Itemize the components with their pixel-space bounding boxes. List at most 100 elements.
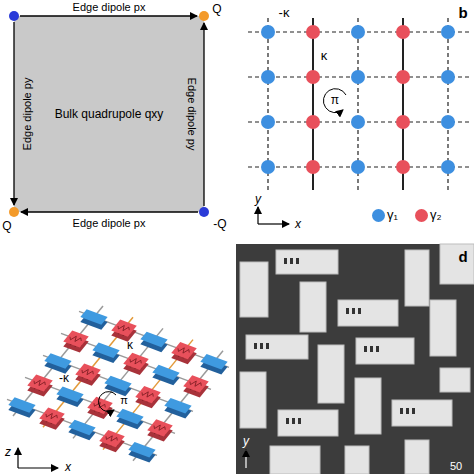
lattice-sites-part: [261, 70, 275, 84]
resonator-tiles-part: [8, 309, 227, 457]
flux-arrow-part: [323, 89, 346, 113]
photo-holes-part: [296, 258, 299, 264]
lattice-sites-part: [306, 115, 320, 129]
photo-holes: [254, 258, 415, 424]
resonator-tiles-part: [9, 308, 227, 458]
lattice-sites-part: [351, 115, 365, 129]
lattice-sites-part: [261, 115, 275, 129]
photo-blocks-part: [240, 262, 268, 317]
scale-number: 50: [450, 461, 462, 472]
axis-label: y: [243, 435, 249, 447]
node-text: Bulk quadrupole qxy: [55, 107, 164, 121]
flux-arrow: [323, 89, 346, 113]
lattice-sites-part: [261, 160, 275, 174]
photo-blocks-part: [405, 440, 429, 474]
photo-blocks-part: [300, 282, 326, 332]
lattice-sites-part: [351, 160, 365, 174]
photo-holes-part: [400, 408, 403, 414]
legend-swatch: [415, 209, 428, 222]
axes-c-part: [17, 448, 18, 468]
axis-label: x: [295, 218, 301, 230]
photo-holes-part: [298, 418, 301, 424]
photo-holes-part: [376, 346, 379, 352]
photo-blocks-part: [318, 345, 344, 403]
charge-label: Q: [212, 3, 221, 15]
panel-letter: d: [458, 249, 467, 264]
photo-holes-part: [284, 258, 287, 264]
photo-blocks-part: [430, 300, 456, 356]
photo-blocks-part: [240, 372, 266, 428]
corner-charges-part: [199, 11, 209, 21]
flux-label: π: [331, 94, 339, 106]
photo-blocks-part: [345, 446, 369, 474]
quadrupole-bulk: Bulk quadrupole qxy: [14, 16, 204, 212]
photo-blocks-part: [440, 368, 470, 392]
photo-holes-part: [286, 418, 289, 424]
coupling-label: -κ: [59, 372, 69, 384]
lattice-sites-part: [306, 160, 320, 174]
lattice-sites: [261, 25, 455, 174]
lattice-sites-part: [351, 70, 365, 84]
charge-label: -Q: [213, 218, 226, 230]
axes-b-part: [258, 223, 289, 224]
lattice-sites-part: [441, 115, 455, 129]
lattice-sites-part: [396, 25, 410, 39]
lattice-lines: [248, 18, 470, 190]
edge-dipole-arrows-part: [13, 22, 14, 205]
photo-holes-part: [412, 408, 415, 414]
photo-holes-part: [406, 408, 409, 414]
edge-label: Edge dipole py: [186, 78, 197, 151]
photo-holes-part: [290, 258, 293, 264]
edge-label: Edge dipole px: [73, 218, 146, 229]
photo-blocks-part: [246, 335, 308, 359]
legend-text: γ₁: [387, 208, 398, 221]
lattice-sites-part: [306, 25, 320, 39]
photo-blocks-part: [276, 250, 338, 274]
edge-dipole-arrows-part: [203, 23, 204, 206]
lattice-sites-part: [441, 25, 455, 39]
axes-c: [18, 448, 58, 468]
lattice-sites-part: [306, 70, 320, 84]
corner-charges-part: [199, 207, 209, 217]
corner-charges-part: [9, 11, 19, 21]
panel-letter: b: [458, 5, 467, 20]
flux-label: π: [120, 395, 128, 406]
resonator-tiles: [7, 308, 229, 460]
flux-arrow-3d-part: [99, 392, 116, 412]
flux-arrow-3d: [99, 392, 116, 412]
legend-swatch: [372, 209, 385, 222]
photo-holes-part: [364, 346, 367, 352]
lattice-sites-part: [396, 160, 410, 174]
corner-charges-part: [9, 207, 19, 217]
edge-dipole-arrows: [14, 16, 204, 212]
photo-holes-part: [346, 308, 349, 314]
lattice-sites-part: [396, 70, 410, 84]
photo-blocks-part: [356, 338, 414, 364]
axis-label: z: [5, 446, 11, 458]
lattice-3d-grid: [0, 300, 238, 466]
photo-holes-part: [358, 308, 361, 314]
photo-blocks-part: [278, 410, 338, 436]
axes-d: [245, 450, 246, 468]
photo-blocks-part: [338, 300, 398, 326]
lattice-sites-part: [396, 115, 410, 129]
lattice-sites-part: [441, 160, 455, 174]
photo-blocks: [240, 244, 474, 474]
coupling-label: -κ: [279, 6, 290, 19]
edge-dipole-arrows-part: [21, 211, 198, 212]
photo-holes-part: [266, 343, 269, 349]
lattice-sites-part: [441, 70, 455, 84]
edge-label: Edge dipole px: [73, 2, 146, 13]
coupling-label: κ: [127, 339, 133, 351]
photo-blocks-part: [405, 250, 429, 306]
photo-blocks-part: [270, 446, 320, 474]
photo-blocks-part: [355, 378, 381, 434]
photo-holes-part: [292, 418, 295, 424]
axes-d-part: [245, 450, 246, 468]
axes-b-part: [257, 207, 258, 224]
axis-label: x: [65, 461, 71, 473]
photo-background: [236, 244, 474, 474]
legend-text: γ₂: [430, 208, 442, 221]
